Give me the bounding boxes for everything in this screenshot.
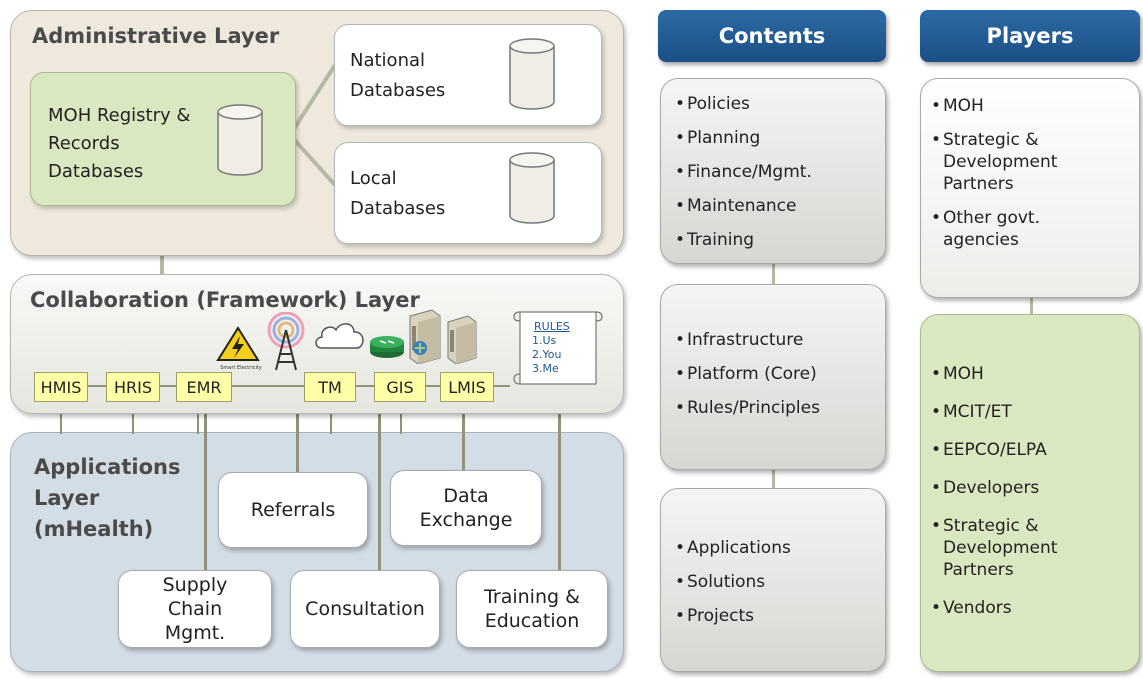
database-icon bbox=[509, 152, 555, 224]
contents-item: Projects bbox=[675, 605, 885, 627]
electricity-caption: Smart Electricity bbox=[220, 365, 262, 371]
radio-tower-icon bbox=[267, 312, 305, 371]
contents-item: Policies bbox=[675, 93, 885, 115]
connector-admin-collab bbox=[160, 250, 164, 280]
moh-registry-db-label: MOH Registry & Records Databases bbox=[48, 105, 191, 182]
data-exchange-box[interactable]: Data Exchange bbox=[390, 470, 542, 546]
server-icon bbox=[409, 309, 441, 364]
contents-item: Training bbox=[675, 229, 885, 251]
referrals-box[interactable]: Referrals bbox=[218, 472, 368, 548]
connector-hmis bbox=[60, 400, 62, 434]
applications-layer-title: Applications Layer (mHealth) bbox=[34, 455, 181, 541]
contents-item: Planning bbox=[675, 127, 885, 149]
contents-panel-2: Infrastructure Platform (Core) Rules/Pri… bbox=[660, 284, 886, 470]
players-item: Strategic & Development Partners bbox=[931, 129, 1073, 195]
rules-item: 2.You bbox=[532, 348, 562, 361]
contents-item: Rules/Principles bbox=[675, 397, 885, 419]
db-branch-lines bbox=[290, 63, 337, 187]
administrative-layer-title: Administrative Layer bbox=[32, 24, 280, 48]
connector-data-exchange bbox=[462, 400, 465, 472]
players-connector bbox=[1030, 294, 1033, 320]
players-panel-1: MOH Strategic & Development Partners Oth… bbox=[920, 78, 1140, 298]
rules-scroll-icon bbox=[513, 311, 603, 385]
tag-hmis[interactable]: HMIS bbox=[34, 372, 88, 402]
database-icon bbox=[509, 38, 555, 110]
consultation-box[interactable]: Consultation bbox=[290, 570, 440, 648]
database-icon bbox=[217, 104, 263, 176]
connector-tm bbox=[330, 400, 332, 434]
contents-item: Infrastructure bbox=[675, 329, 885, 351]
contents-connector-1 bbox=[772, 260, 775, 286]
tag-tm[interactable]: TM bbox=[304, 372, 356, 402]
rules-item: 1.Us bbox=[532, 334, 557, 347]
players-item: MCIT/ET bbox=[931, 401, 1129, 423]
contents-panel-1: Policies Planning Finance/Mgmt. Maintena… bbox=[660, 78, 886, 264]
national-db-label: National Databases bbox=[350, 50, 446, 101]
players-item: Developers bbox=[931, 477, 1129, 499]
players-item: MOH bbox=[931, 363, 1129, 385]
contents-panel-3: Applications Solutions Projects bbox=[660, 488, 886, 672]
rules-item: 3.Me bbox=[532, 362, 559, 375]
contents-item: Finance/Mgmt. bbox=[675, 161, 885, 183]
tag-emr[interactable]: EMR bbox=[176, 372, 232, 402]
local-db-label: Local Databases bbox=[350, 168, 446, 219]
collaboration-bus-line bbox=[40, 385, 510, 387]
connector-gis bbox=[400, 400, 402, 434]
tag-gis[interactable]: GIS bbox=[374, 372, 426, 402]
rules-title: RULES bbox=[534, 320, 570, 333]
players-item: Vendors bbox=[931, 597, 1129, 619]
players-item: Other govt. agencies bbox=[931, 207, 1053, 251]
tag-hris[interactable]: HRIS bbox=[106, 372, 160, 402]
collaboration-layer-title: Collaboration (Framework) Layer bbox=[30, 288, 420, 312]
national-db-box[interactable] bbox=[334, 24, 602, 126]
players-header: Players bbox=[920, 10, 1140, 62]
connector-hris bbox=[132, 400, 134, 434]
contents-item: Solutions bbox=[675, 571, 885, 593]
players-panel-2: MOH MCIT/ET EEPCO/ELPA Developers Strate… bbox=[920, 314, 1140, 672]
players-item: EEPCO/ELPA bbox=[931, 439, 1129, 461]
connector-emr-supply bbox=[204, 400, 207, 572]
server-icon bbox=[447, 315, 477, 364]
players-item: Strategic & Development Partners bbox=[931, 515, 1073, 581]
connector-referrals bbox=[296, 400, 299, 474]
connector-training bbox=[558, 400, 561, 572]
connector-consultation bbox=[378, 400, 381, 572]
players-item: MOH bbox=[931, 95, 1129, 117]
local-db-box[interactable] bbox=[334, 142, 602, 244]
tag-lmis[interactable]: LMIS bbox=[440, 372, 494, 402]
training-education-box[interactable]: Training & Education bbox=[456, 570, 608, 648]
contents-item: Platform (Core) bbox=[675, 363, 885, 385]
contents-item: Applications bbox=[675, 537, 885, 559]
cloud-icon bbox=[315, 323, 364, 349]
supply-chain-box[interactable]: Supply Chain Mgmt. bbox=[118, 570, 272, 648]
contents-connector-2 bbox=[772, 466, 775, 492]
connector-emr-a bbox=[197, 400, 199, 434]
contents-item: Maintenance bbox=[675, 195, 885, 217]
contents-header: Contents bbox=[658, 10, 886, 62]
electricity-icon bbox=[216, 326, 260, 361]
router-icon bbox=[370, 336, 404, 358]
